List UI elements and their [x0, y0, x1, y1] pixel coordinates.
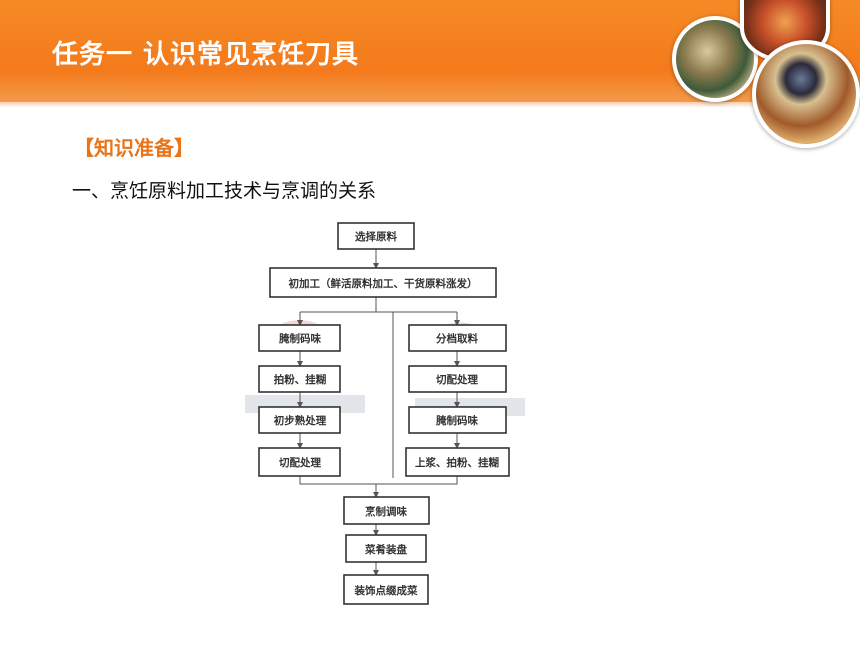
node-right-coat-label: 上浆、拍粉、挂糊	[415, 456, 499, 469]
edge-left-merge	[299, 476, 376, 485]
node-left-preheat: 初步熟处理	[258, 406, 341, 434]
node-right-portion-label: 分档取料	[436, 332, 478, 345]
subheading: 一、烹饪原料加工技术与烹调的关系	[72, 180, 377, 202]
node-left-marinate-label: 腌制码味	[279, 332, 321, 345]
node-initial: 初加工（鲜活原料加工、干货原料涨发）	[269, 267, 497, 298]
node-cook: 烹制调味	[343, 496, 430, 525]
edge-right-merge	[376, 476, 458, 485]
node-right-coat: 上浆、拍粉、挂糊	[405, 447, 510, 477]
node-decorate-label: 装饰点缀成菜	[354, 584, 418, 597]
node-left-coat-label: 拍粉、挂糊	[274, 373, 327, 386]
node-left-coat: 拍粉、挂糊	[258, 365, 341, 393]
node-select-label: 选择原料	[355, 230, 397, 243]
node-right-cut-label: 切配处理	[436, 373, 478, 386]
header-shadow	[0, 102, 860, 108]
node-plate-label: 菜肴装盘	[364, 543, 407, 556]
food-photo-right	[752, 40, 860, 148]
node-plate: 菜肴装盘	[345, 534, 427, 563]
node-right-marinate: 腌制码味	[408, 406, 507, 434]
flowchart-edges	[297, 249, 460, 576]
node-initial-label: 初加工（鲜活原料加工、干货原料涨发）	[289, 277, 478, 290]
node-right-cut: 切配处理	[408, 365, 507, 393]
section-heading: 【知识准备】	[74, 136, 194, 160]
page-title: 任务一 认识常见烹饪刀具	[52, 40, 360, 70]
node-left-cut: 切配处理	[258, 447, 341, 477]
node-right-marinate-label: 腌制码味	[436, 414, 478, 427]
node-select: 选择原料	[337, 222, 415, 250]
node-left-cut-label: 切配处理	[279, 456, 321, 469]
node-right-portion: 分档取料	[408, 324, 507, 352]
node-left-marinate: 腌制码味	[258, 324, 341, 352]
node-left-preheat-label: 初步熟处理	[274, 414, 327, 427]
node-cook-label: 烹制调味	[365, 505, 407, 518]
node-decorate: 装饰点缀成菜	[343, 574, 429, 605]
